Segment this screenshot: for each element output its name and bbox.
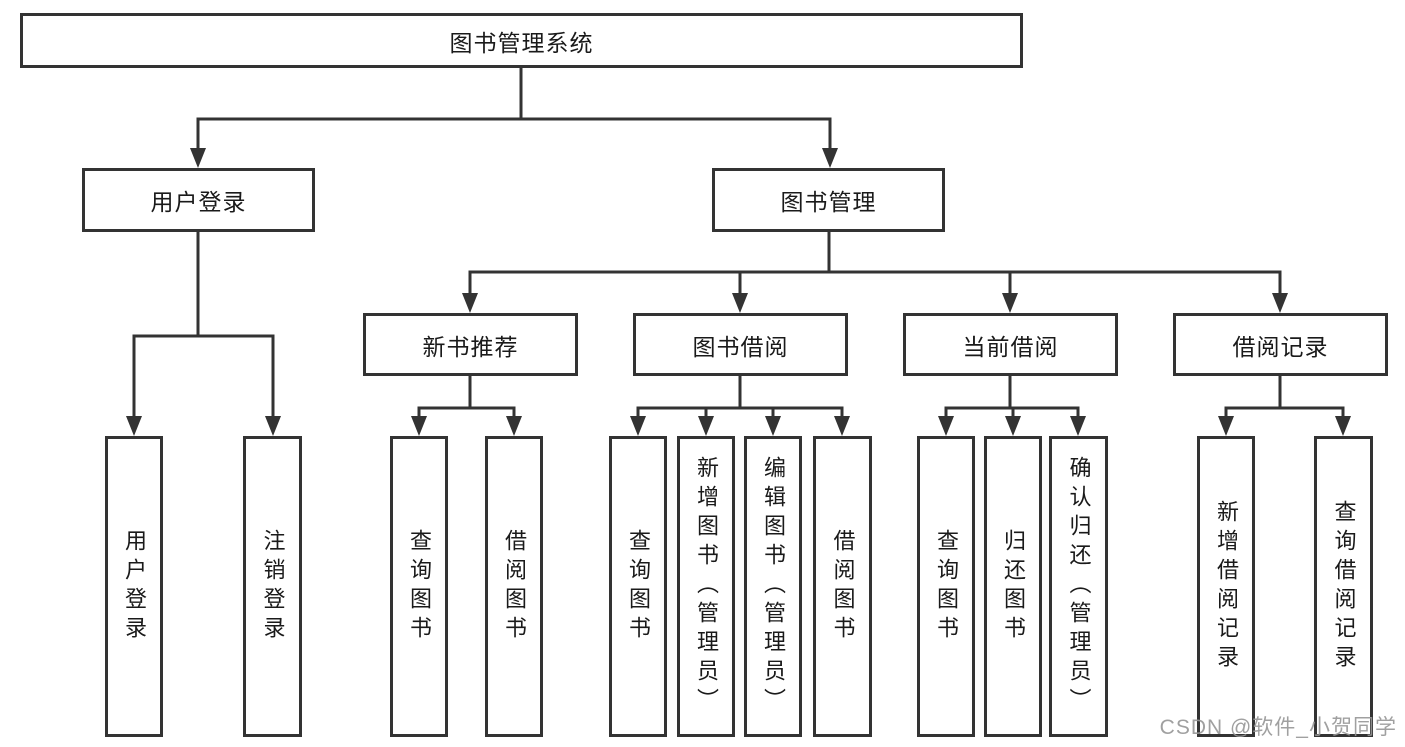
leaf-add-borrow-record: 新增借阅记录 — [1197, 436, 1255, 737]
node-root: 图书管理系统 — [20, 13, 1023, 68]
leaf-query-books-recommend: 查询图书 — [390, 436, 448, 737]
node-new-book-recommend: 新书推荐 — [363, 313, 578, 376]
connector-book-borrow-children — [630, 374, 850, 436]
leaf-borrow-books-borrowing: 借阅图书 — [813, 436, 872, 737]
leaf-edit-book-admin: 编辑图书（管理员） — [744, 436, 802, 737]
connector-user-login-children — [126, 231, 281, 436]
node-current-borrow: 当前借阅 — [903, 313, 1118, 376]
csdn-watermark: CSDN @软件_小贺同学 — [1159, 716, 1397, 739]
connector-root-to-level2 — [190, 66, 838, 168]
node-user-login: 用户登录 — [82, 168, 315, 232]
leaf-borrow-books-recommend: 借阅图书 — [485, 436, 543, 737]
leaf-return-book: 归还图书 — [984, 436, 1042, 737]
node-borrow-record: 借阅记录 — [1173, 313, 1388, 376]
leaf-query-borrow-record: 查询借阅记录 — [1314, 436, 1373, 737]
node-book-borrow: 图书借阅 — [633, 313, 848, 376]
node-book-mgmt: 图书管理 — [712, 168, 945, 232]
leaf-logout: 注销登录 — [243, 436, 302, 737]
connector-new-book-children — [411, 374, 522, 436]
leaf-query-books-borrowing: 查询图书 — [609, 436, 667, 737]
leaf-add-book-admin: 新增图书（管理员） — [677, 436, 735, 737]
leaf-query-books-current: 查询图书 — [917, 436, 975, 737]
leaf-user-login: 用户登录 — [105, 436, 163, 737]
leaf-confirm-return-admin: 确认归还（管理员） — [1049, 436, 1108, 737]
connector-current-borrow-children — [938, 374, 1086, 436]
connector-book-mgmt-children — [462, 231, 1288, 313]
connector-borrow-record-children — [1218, 374, 1351, 436]
